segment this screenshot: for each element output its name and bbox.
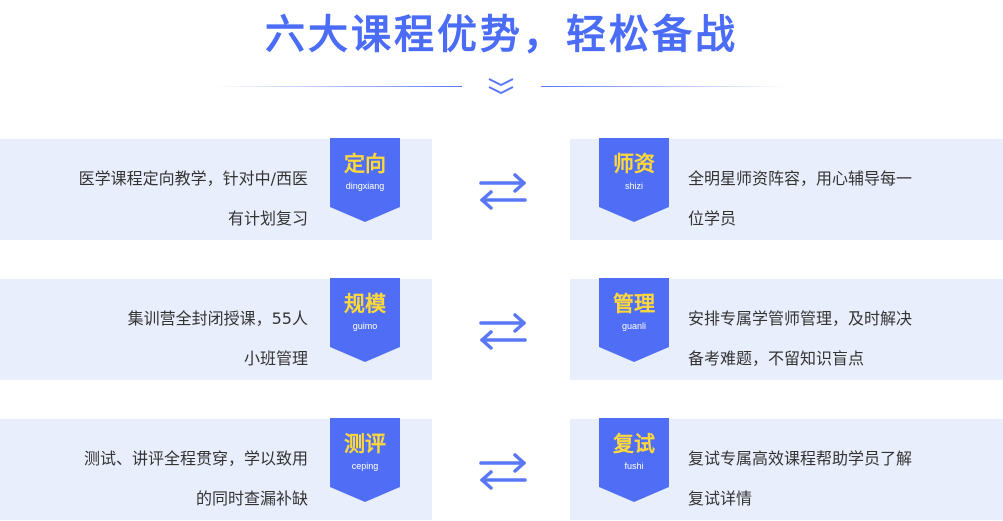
feature-description: 测试、讲评全程贯穿，学以致用 的同时查漏补缺: [83, 449, 308, 508]
divider-left: [215, 86, 462, 87]
feature-card-shizi: 师资 shizi 全明星师资阵容，用心辅导每一 位学员: [570, 138, 1003, 240]
feature-card-dingxiang: 医学课程定向教学，针对中/西医 有计划复习 定向 dingxiang: [0, 138, 432, 240]
page-title: 六大课程优势，轻松备战: [265, 12, 738, 58]
feature-card-fushi: 复试 fushi 复试专属高效课程帮助学员了解 复试详情: [570, 418, 1003, 520]
feature-badge: 管理 guanli: [599, 278, 669, 362]
feature-description: 全明星师资阵容，用心辅导每一 位学员: [688, 169, 913, 228]
feature-badge: 定向 dingxiang: [330, 138, 400, 222]
swap-arrows-icon: [479, 173, 527, 210]
divider-right: [541, 86, 788, 87]
chevron-double-down-icon: [488, 78, 514, 95]
feature-description: 集训营全封闭授课，55人 小班管理: [127, 309, 308, 368]
swap-arrows-icon: [479, 313, 527, 350]
feature-badge: 师资 shizi: [599, 138, 669, 222]
swap-arrows-icon: [479, 453, 527, 490]
feature-card-guimo: 集训营全封闭授课，55人 小班管理 规模 guimo: [0, 278, 432, 380]
feature-badge: 规模 guimo: [330, 278, 400, 362]
feature-card-ceping: 测试、讲评全程贯穿，学以致用 的同时查漏补缺 测评 ceping: [0, 418, 432, 520]
feature-description: 复试专属高效课程帮助学员了解 复试详情: [688, 449, 913, 508]
feature-card-guanli: 管理 guanli 安排专属学管师管理，及时解决 备考难题，不留知识盲点: [570, 278, 1003, 380]
feature-badge: 复试 fushi: [599, 418, 669, 502]
feature-description: 安排专属学管师管理，及时解决 备考难题，不留知识盲点: [688, 309, 913, 368]
feature-badge: 测评 ceping: [330, 418, 400, 502]
feature-description: 医学课程定向教学，针对中/西医 有计划复习: [78, 169, 308, 228]
